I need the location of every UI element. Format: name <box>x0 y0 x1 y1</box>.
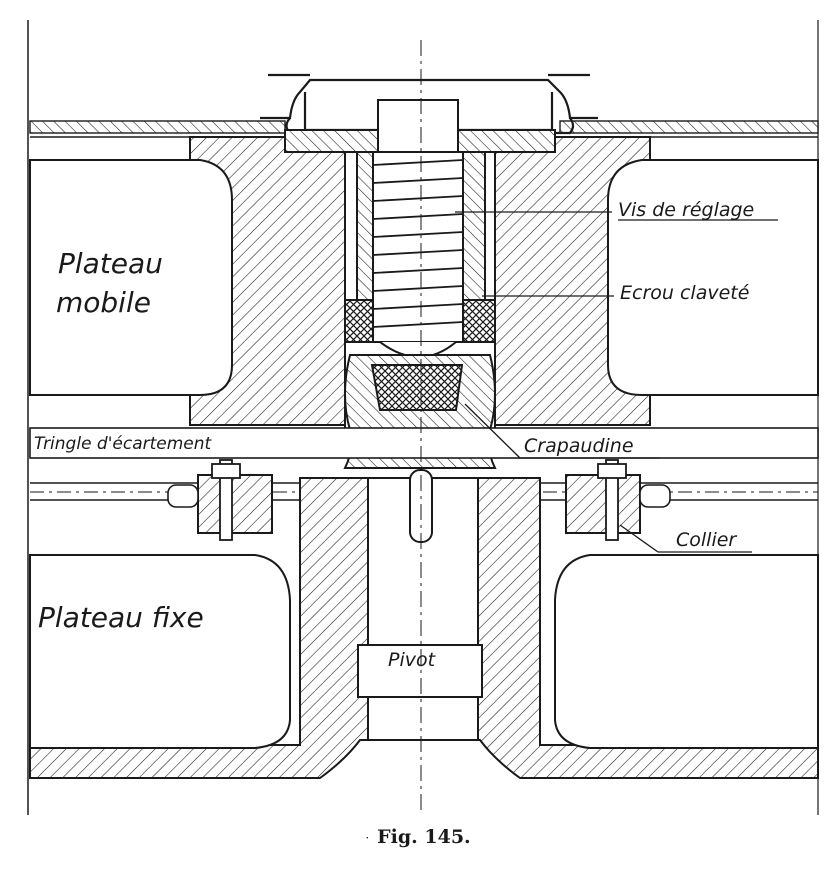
pivot-shaft <box>357 469 483 741</box>
fixed-right-cavity <box>554 554 819 749</box>
right-collar <box>565 459 671 541</box>
spacing-rod-band <box>29 427 819 501</box>
adjusting-screw <box>372 99 464 358</box>
figure-caption: · Fig. 145. <box>0 826 836 848</box>
mobile-left-cavity <box>29 159 233 396</box>
mobile-right-cavity <box>607 159 819 396</box>
left-collar <box>167 459 273 541</box>
label-plateau-mobile-2: mobile <box>56 286 151 319</box>
label-crapaudine: Crapaudine <box>524 435 634 457</box>
label-pivot: Pivot <box>388 649 437 671</box>
caption-text: Fig. 145. <box>377 826 471 848</box>
label-tringle: Tringle d'écartement <box>34 434 213 454</box>
leader-lines <box>455 211 752 553</box>
caption-marker: · <box>365 831 370 845</box>
label-ecrou-clavete: Ecrou claveté <box>620 282 749 304</box>
label-plateau-mobile-1: Plateau <box>58 247 163 280</box>
label-plateau-fixe: Plateau fixe <box>38 601 204 634</box>
fixed-left-cavity <box>29 554 291 749</box>
label-collier: Collier <box>676 529 737 551</box>
label-vis-de-reglage: Vis de réglage <box>618 199 754 221</box>
